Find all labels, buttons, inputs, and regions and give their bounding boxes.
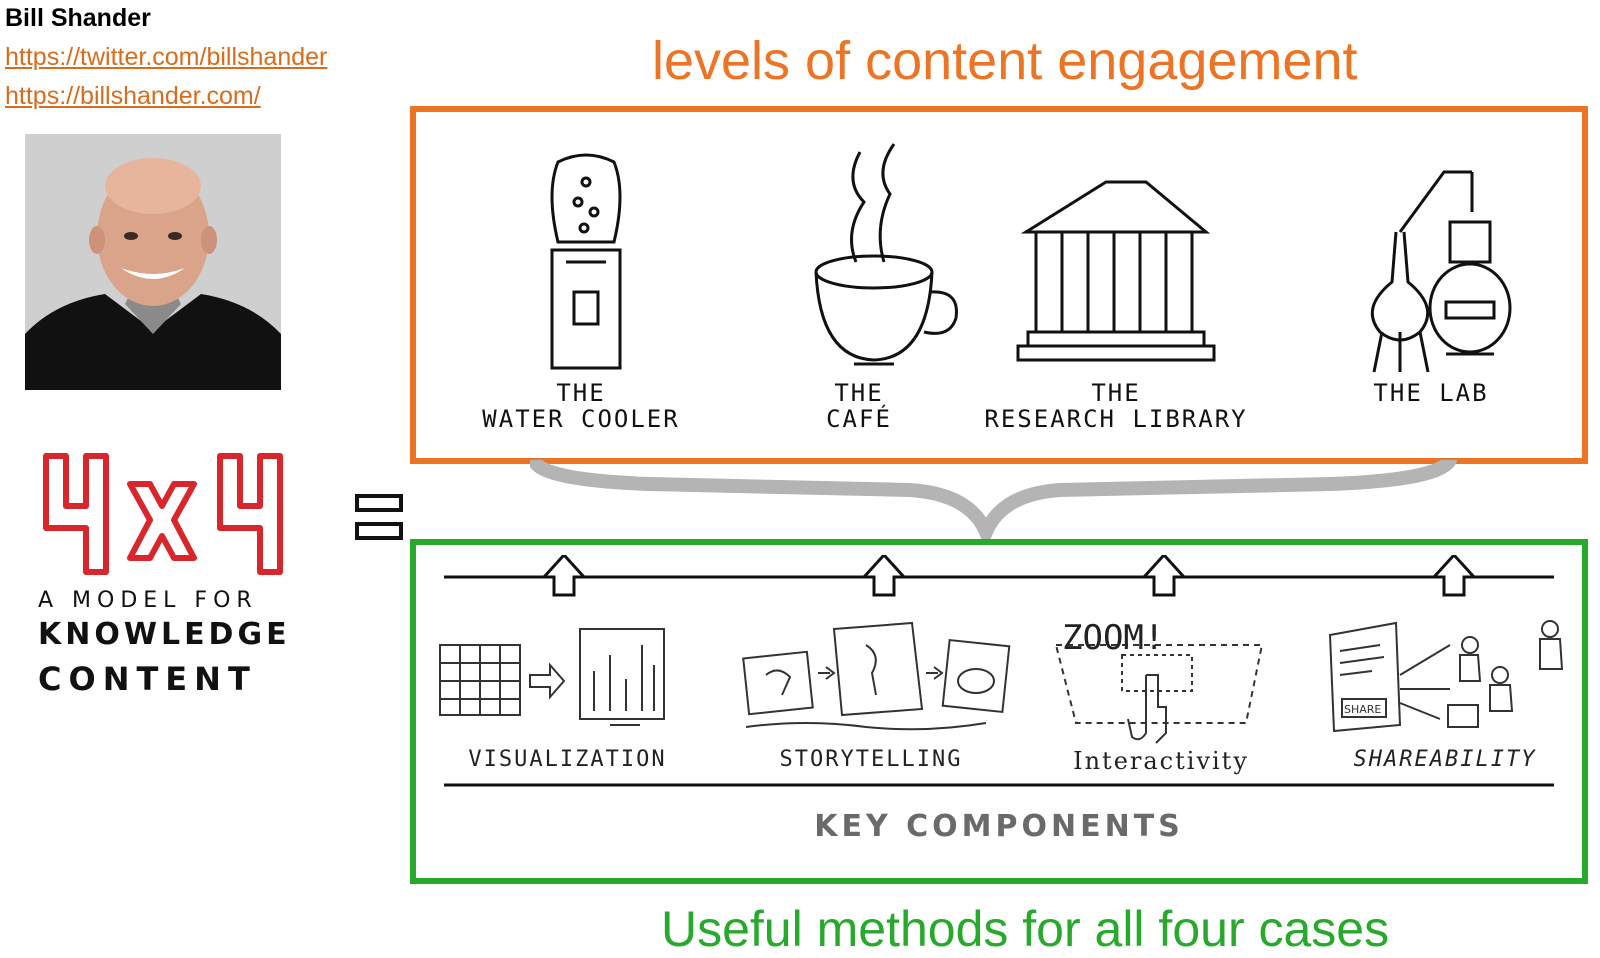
- component-label-visualization: VISUALIZATION: [468, 747, 667, 772]
- four-by-four-graphic: [43, 453, 283, 575]
- components-box: VISUALIZATION STORYTELLING: [410, 539, 1588, 884]
- lab-apparatus-icon: [1370, 170, 1512, 373]
- component-label-shareability: SHAREABILITY: [1353, 747, 1537, 772]
- storytelling-icon: [742, 621, 1011, 731]
- zoom-text: ZOOM!: [1062, 618, 1164, 658]
- library-building-icon: [1016, 180, 1216, 362]
- levels-title: levels of content engagement: [652, 31, 1358, 91]
- interactivity-icon: ZOOM!: [1054, 618, 1264, 744]
- portrait-image: [25, 134, 281, 390]
- component-shareability: SHARE SHAREABILITY: [1300, 545, 1590, 845]
- grouping-brace: [527, 453, 1460, 551]
- twitter-link[interactable]: https://twitter.com/billshander: [5, 43, 328, 71]
- key-components-label: KEY COMPONENTS: [814, 809, 1184, 844]
- four-by-four-logo: [38, 448, 313, 578]
- brace-shape: [527, 453, 1457, 551]
- author-photo: [25, 134, 281, 390]
- model-caption: A MODEL FOR KNOWLEDGE CONTENT: [38, 588, 338, 698]
- component-storytelling: STORYTELLING: [726, 545, 1016, 845]
- author-name: Bill Shander: [5, 4, 151, 32]
- equals-icon: [355, 494, 403, 540]
- share-badge-text: SHARE: [1344, 703, 1381, 716]
- water-cooler-icon: [550, 153, 622, 370]
- level-label-lab: THE LAB: [1373, 379, 1489, 407]
- methods-title: Useful methods for all four cases: [661, 901, 1390, 957]
- component-label-interactivity: Interactivity: [1073, 747, 1249, 775]
- top-rule-with-arrows: [444, 555, 1554, 597]
- component-label-storytelling: STORYTELLING: [779, 747, 963, 772]
- bottom-rule: [444, 783, 1554, 787]
- component-interactivity: ZOOM! Interactivity: [1016, 545, 1306, 845]
- website-link[interactable]: https://billshander.com/: [5, 82, 261, 110]
- component-visualization: VISUALIZATION: [430, 545, 705, 845]
- equals-sign: [355, 494, 405, 544]
- model-line-2: KNOWLEDGE: [38, 617, 291, 652]
- level-lab: THE LAB: [1296, 112, 1566, 452]
- coffee-cup-icon: [814, 143, 958, 366]
- model-line-3: CONTENT: [38, 660, 257, 698]
- shareability-icon: SHARE: [1328, 620, 1564, 733]
- model-line-1: A MODEL FOR: [38, 588, 258, 613]
- visualization-icon: [439, 628, 665, 726]
